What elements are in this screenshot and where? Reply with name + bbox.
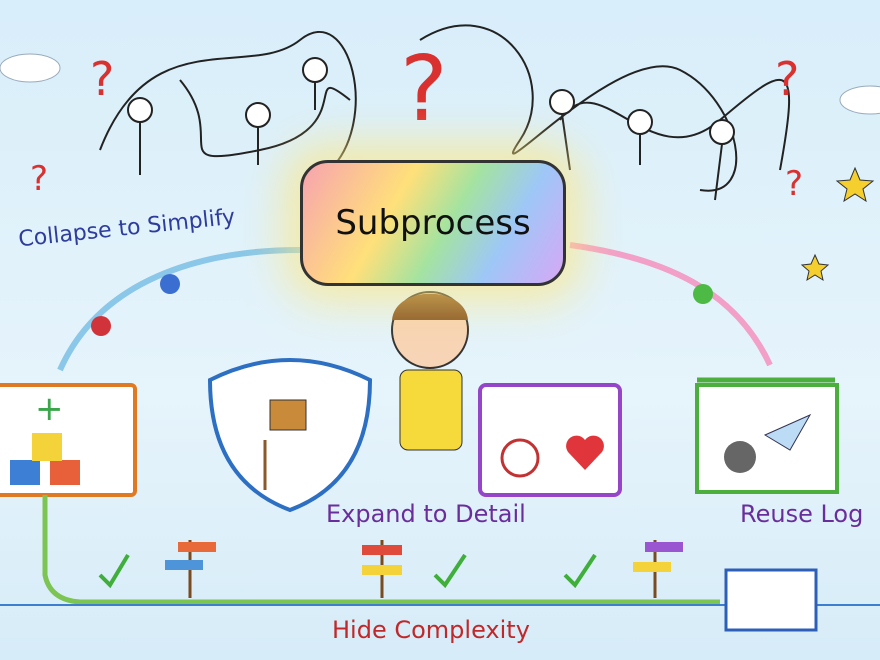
svg-text:?: ? bbox=[775, 52, 799, 106]
hide-label: Hide Complexity bbox=[332, 616, 530, 644]
reuse-label: Reuse Log bbox=[740, 500, 864, 528]
svg-text:?: ? bbox=[90, 52, 114, 106]
question-mark-icons: ? ?? ?? bbox=[30, 37, 803, 204]
alarm-heart-box bbox=[478, 383, 622, 497]
svg-text:?: ? bbox=[400, 37, 448, 142]
star-icons bbox=[800, 166, 875, 282]
svg-text:?: ? bbox=[30, 159, 48, 199]
shield-icon bbox=[207, 358, 373, 513]
blocks-box: + bbox=[0, 383, 137, 497]
tangled-lines bbox=[99, 24, 791, 192]
signpost-icons bbox=[165, 540, 683, 598]
svg-text:?: ? bbox=[785, 164, 803, 204]
collapse-arrow bbox=[57, 247, 301, 372]
check-icons bbox=[98, 553, 597, 589]
process-path bbox=[42, 495, 720, 605]
reuse-arrow bbox=[569, 242, 773, 367]
stick-figure-icons bbox=[127, 57, 735, 201]
girl-holding-sign bbox=[391, 291, 469, 451]
empty-box bbox=[724, 568, 818, 632]
subprocess-sign: Subprocess bbox=[300, 160, 566, 286]
expand-label: Expand to Detail bbox=[326, 500, 526, 528]
cloud-icons bbox=[0, 53, 880, 115]
gear-plane-box bbox=[695, 383, 839, 494]
svg-text:+: + bbox=[35, 389, 64, 429]
